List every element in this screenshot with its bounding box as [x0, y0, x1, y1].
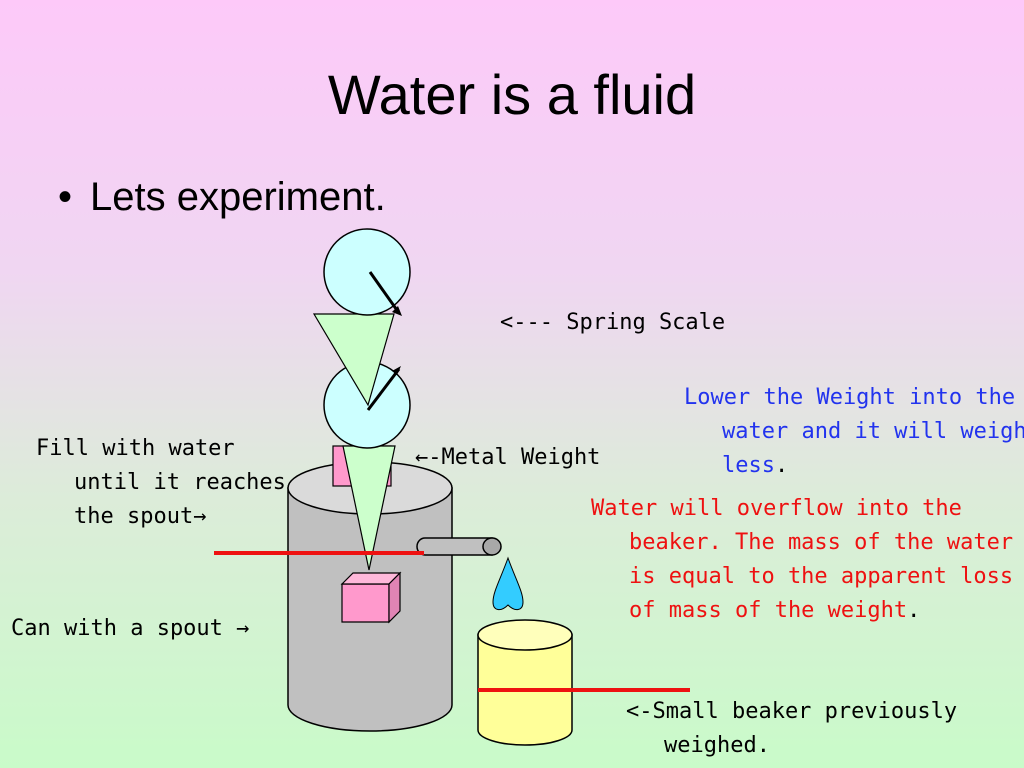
lower-weight-note-period: . [774, 453, 789, 478]
overflow-note: Water will overflow into the beaker. The… [591, 492, 1024, 628]
bullet-dot: • [58, 175, 73, 219]
metal-weight-label: ←-Metal Weight [415, 445, 601, 470]
bullet-item: • Lets experiment. [58, 175, 386, 220]
lower-weight-note: Lower the Weight into the water and it w… [684, 381, 1024, 483]
spout [416, 537, 502, 556]
small-beaker-label: <-Small beaker previously weighed. [626, 699, 958, 758]
spring-scale-upper [312, 228, 411, 407]
slide-title: Water is a fluid [327, 63, 697, 126]
overflow-note-text: Water will overflow into the beaker. The… [591, 496, 1014, 623]
water-droplet [492, 556, 524, 610]
overflow-note-period: . [907, 598, 921, 623]
spring-scale-label: <--- Spring Scale [500, 310, 726, 335]
submerged-metal-weight [340, 571, 402, 624]
lower-weight-note-text: Lower the Weight into the water and it w… [684, 385, 1024, 478]
small-beaker [477, 619, 573, 746]
spring-scale-lower [323, 361, 411, 571]
can-spout-label: Can with a spout → [11, 616, 250, 641]
bullet-text: Lets experiment. [90, 175, 386, 219]
fill-water-label: Fill with water until it reaches the spo… [36, 436, 286, 529]
